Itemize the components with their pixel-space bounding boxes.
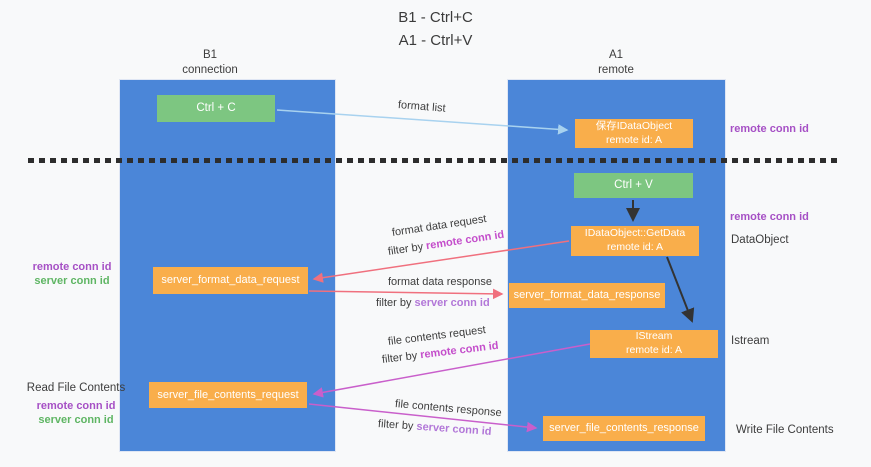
file-contents-response-arrow: [308, 403, 538, 433]
node-file-request-label: server_file_contents_request: [157, 388, 299, 401]
annotation-server-conn-id-left: server conn id: [34, 275, 110, 288]
annotation-conn-id-legend: remote conn id server conn id: [12, 260, 132, 289]
lane-a1-subtitle: remote: [598, 63, 634, 76]
node-ctrl-c: Ctrl + C: [157, 95, 275, 122]
node-istream-line2: remote id: A: [625, 344, 683, 356]
node-server-file-contents-request: server_file_contents_request: [149, 382, 307, 408]
annotation-remote-conn-id-top: remote conn id: [730, 123, 809, 135]
node-save-idataobject-line1: 保存IDataObject: [595, 119, 673, 132]
node-getdata-line1: IDataObject::GetData: [584, 227, 686, 240]
annotation-istream: Istream: [731, 335, 770, 347]
annotation-remote-conn-id-left: remote conn id: [32, 261, 112, 273]
title-line-b1: B1 - Ctrl+C: [398, 9, 473, 26]
annotation-read-file-contents: Read File Contents: [26, 382, 126, 394]
getdata-to-istream-arrow: [666, 256, 695, 323]
node-ctrl-c-label: Ctrl + C: [196, 102, 236, 115]
node-server-format-data-request: server_format_data_request: [153, 267, 308, 294]
node-server-file-contents-response: server_file_contents_response: [543, 416, 705, 441]
title-line-a1: A1 - Ctrl+V: [398, 31, 473, 49]
annotation-remote-conn-id-mid: remote conn id: [730, 211, 809, 223]
format-data-response-arrow: [308, 288, 504, 300]
filter-by-text: filter by: [376, 297, 415, 309]
node-save-idataobject-line2: remote id: A: [605, 133, 663, 146]
annotation-dataobject: DataObject: [731, 234, 789, 246]
annotation-remote-conn-id-bottom: remote conn id: [36, 399, 116, 412]
node-ctrl-v: Ctrl + V: [574, 173, 693, 198]
session-divider-dashed-line: [28, 158, 840, 163]
lane-header-b1: B1 connection: [120, 48, 300, 78]
node-file-response-label: server_file_contents_response: [549, 422, 699, 435]
lane-a1-name: A1: [608, 49, 624, 61]
annotation-read-file-group: Read File Contents remote conn id server…: [12, 381, 140, 428]
node-format-request-label: server_format_data_request: [161, 274, 300, 287]
lane-b1-name: B1: [202, 49, 218, 61]
node-istream-line1: IStream: [635, 330, 673, 343]
lane-b1-subtitle: connection: [182, 63, 238, 76]
annotation-write-file-contents: Write File Contents: [736, 424, 834, 436]
annotation-server-conn-id-bottom: server conn id: [38, 414, 114, 427]
format-list-arrow: [276, 109, 569, 135]
format-data-request-arrow: [312, 240, 570, 283]
lane-header-a1: A1 remote: [526, 48, 706, 78]
node-format-response-label: server_format_data_response: [513, 289, 661, 302]
filter-server-conn-id: server conn id: [414, 297, 490, 309]
label-format-response-filter: filter by server conn id: [376, 297, 490, 309]
node-server-format-data-response: server_format_data_response: [509, 283, 665, 308]
node-idataobject-getdata: IDataObject::GetData remote id: A: [571, 226, 699, 256]
diagram-title: B1 - Ctrl+C A1 - Ctrl+V: [0, 7, 871, 52]
node-save-idataobject: 保存IDataObject remote id: A: [575, 119, 693, 148]
file-contents-request-arrow: [312, 343, 591, 398]
node-istream: IStream remote id: A: [590, 330, 718, 358]
label-format-data-response: format data response: [388, 276, 492, 288]
node-ctrl-v-label: Ctrl + V: [614, 179, 653, 192]
node-getdata-line2: remote id: A: [606, 241, 664, 253]
